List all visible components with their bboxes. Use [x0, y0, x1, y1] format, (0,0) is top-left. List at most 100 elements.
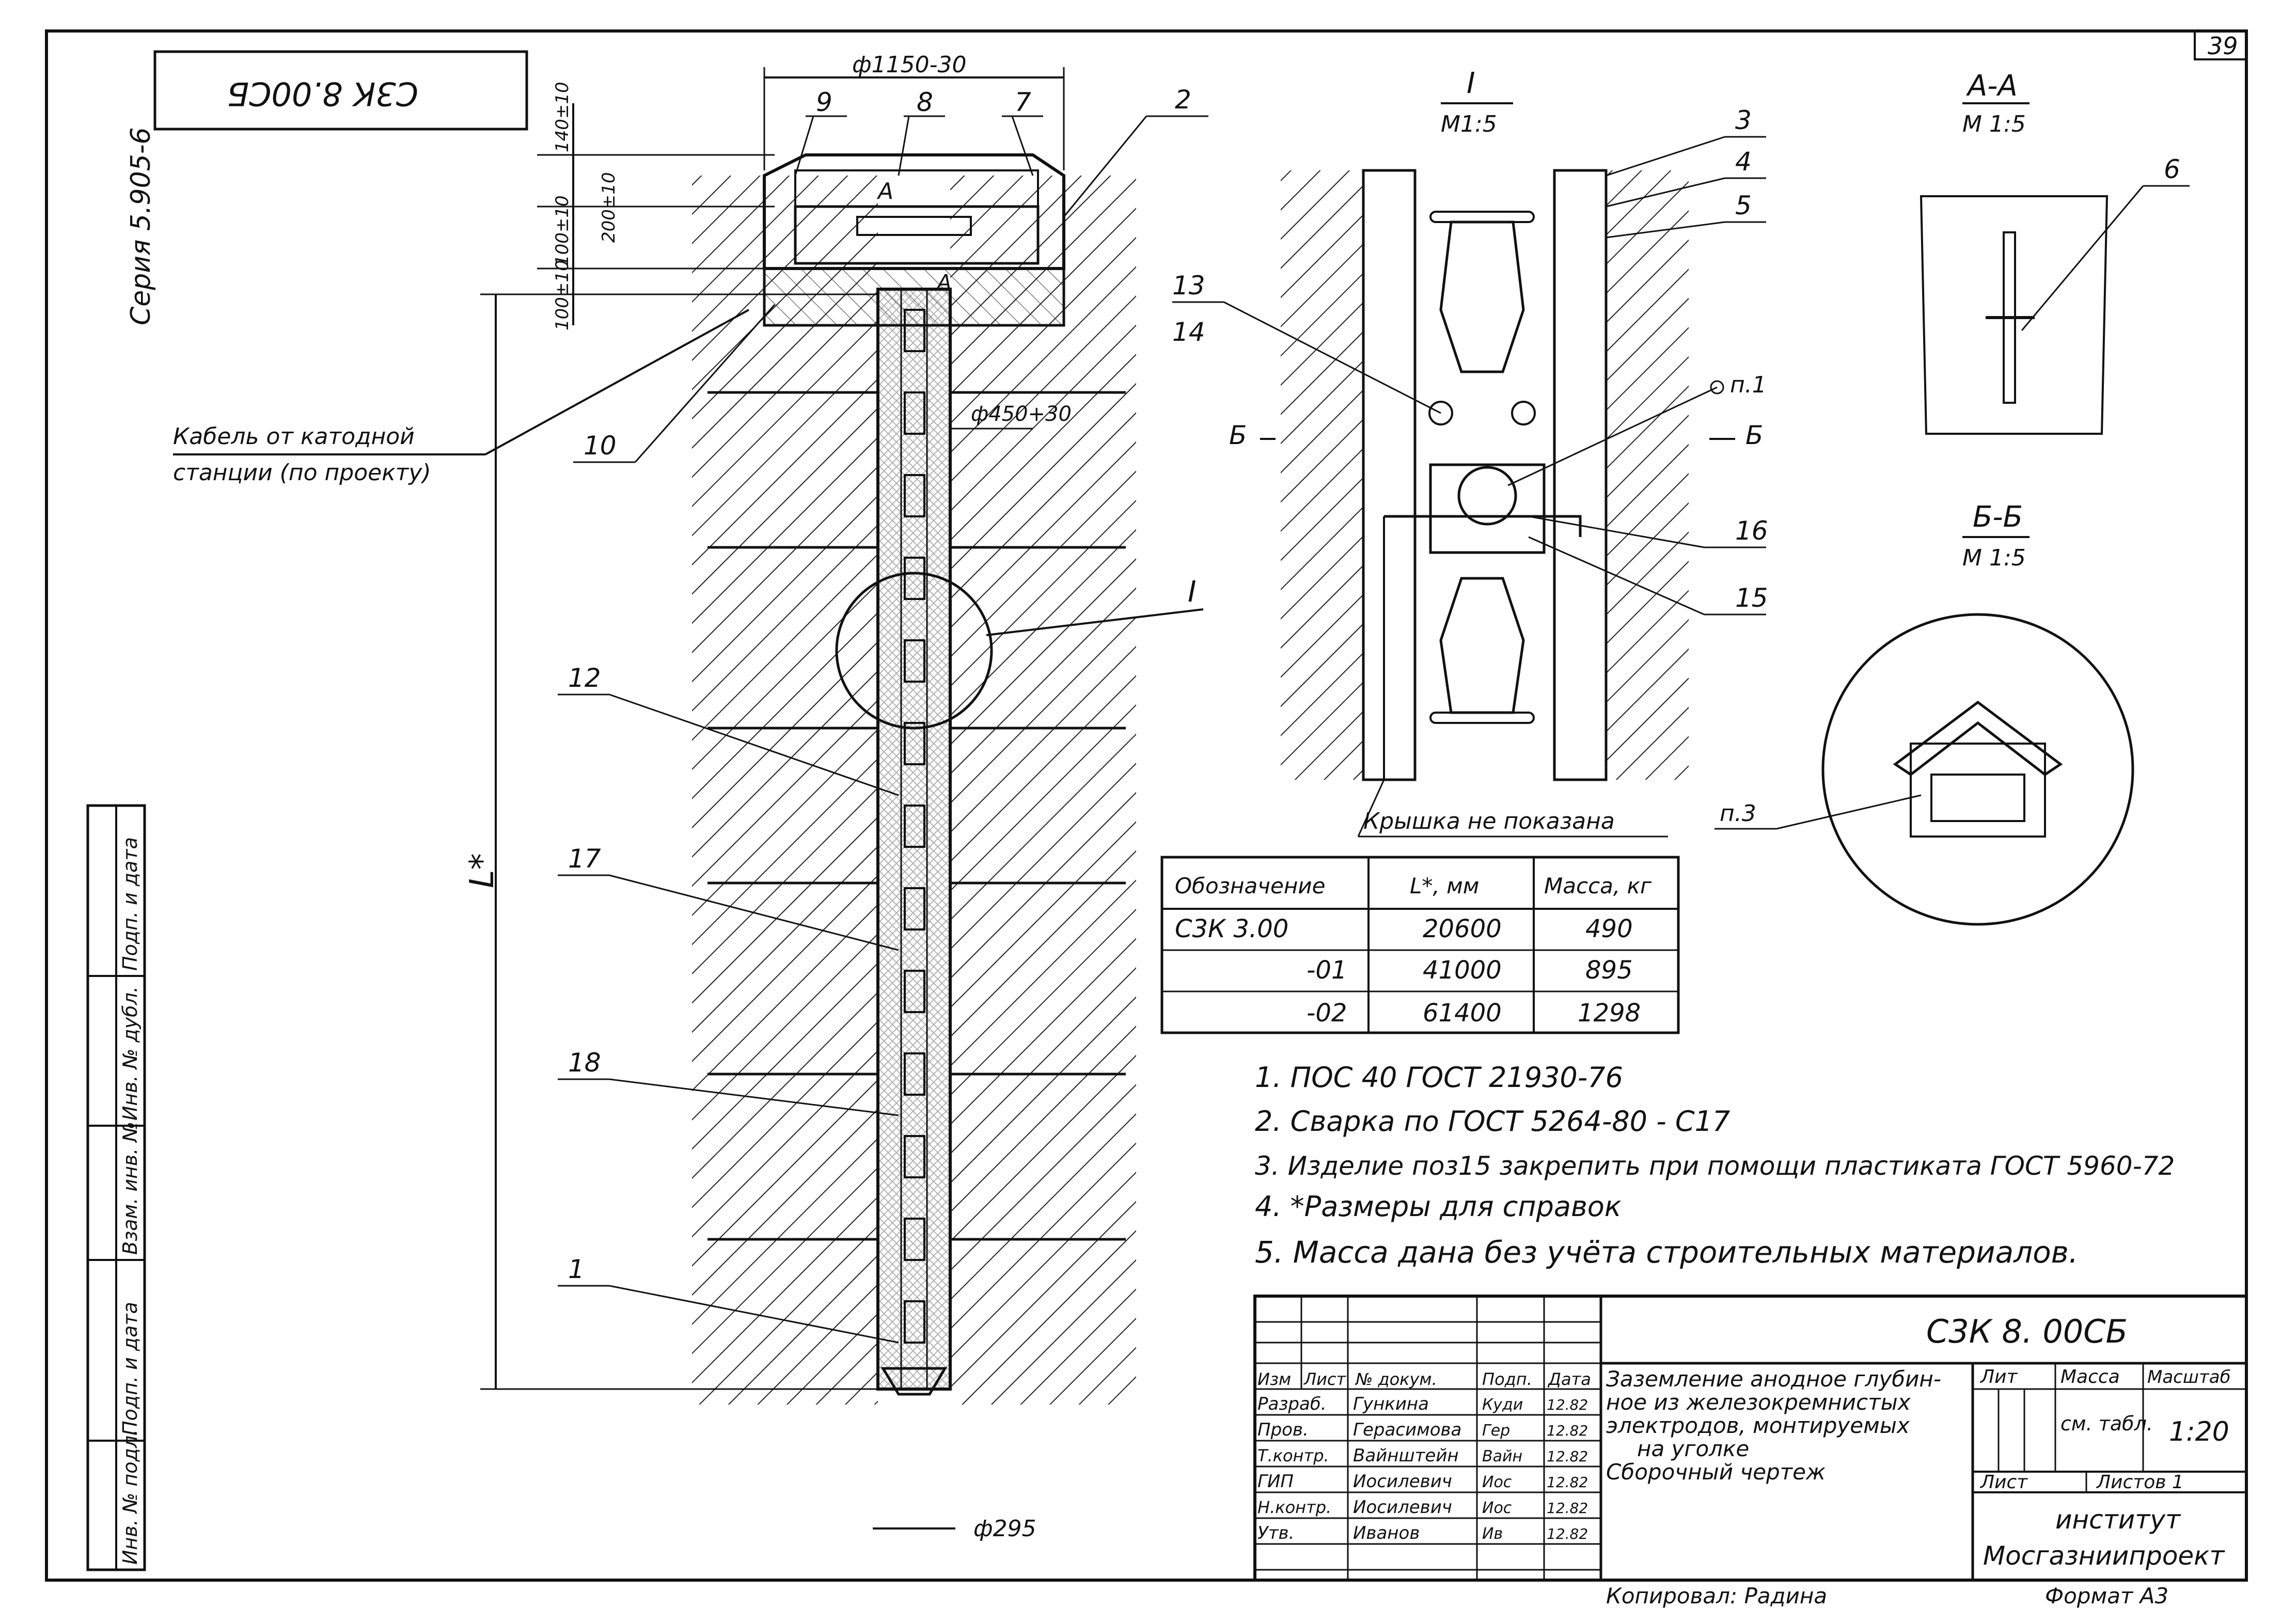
detail-I-bore-left	[1362, 169, 1417, 781]
callout-2: 2	[1175, 85, 1191, 115]
spec-header-designation: Обозначение	[1175, 873, 1325, 898]
tb-scale-value: 1:20	[2169, 1416, 2229, 1447]
callout-9: 9	[816, 87, 832, 117]
tb-col-sign: Подп.	[1482, 1369, 1532, 1389]
section-AA-view: А-А М 1:5 6	[1920, 69, 2190, 435]
tb-date-1: 12.82	[1547, 1396, 1588, 1413]
tb-org-line1: институт	[2055, 1505, 2181, 1535]
format-label: Формат А3	[2045, 1583, 2168, 1609]
sheet-frame	[45, 29, 2248, 1582]
borehole-tip	[880, 1367, 948, 1396]
margin-label-2: Инв. № дубл.	[119, 986, 141, 1121]
tb-date-5: 12.82	[1547, 1500, 1588, 1517]
callout-7: 7	[1015, 87, 1031, 117]
tb-title-line-1: Заземление анодное глубин-	[1606, 1366, 1941, 1392]
callout-13: 13	[1172, 271, 1205, 301]
break-lines	[707, 391, 1126, 1241]
tb-col-izm: Изм	[1257, 1369, 1291, 1389]
note-5: 5. Масса дана без учёта строительных мат…	[1255, 1235, 2078, 1270]
spec-header-length: L*, мм	[1410, 873, 1479, 898]
detail-I-view: I М1:5 Б Б 3 4 5 13 14 п.1	[1172, 67, 1768, 838]
terminal-block	[794, 205, 1040, 265]
tb-name-2: Герасимова	[1353, 1420, 1461, 1440]
tb-lit-label: Лит	[1979, 1366, 2018, 1388]
page-number-box	[2194, 30, 2247, 60]
tb-mass-label: Масса	[2060, 1366, 2120, 1388]
page-number: 39	[2208, 32, 2238, 60]
stamp-code: С3К 8.00СБ	[227, 75, 418, 113]
margin-label-5: Инв. № подл.	[119, 1429, 141, 1565]
callout-3: 3	[1735, 105, 1752, 135]
notes: 1. ПОС 40 ГОСТ 21930-76 2. Сварка по ГОС…	[1255, 1061, 2175, 1270]
callout-10: 10	[584, 431, 617, 461]
detail-circle-I	[835, 572, 993, 730]
tb-signature-grid	[1255, 1296, 1601, 1580]
note-p3: п.3	[1720, 800, 1756, 827]
spec-row-2-length: 41000	[1423, 956, 1502, 985]
copied-by: Копировал: Радина	[1606, 1583, 1827, 1609]
tb-role-3: Т.контр.	[1257, 1446, 1329, 1465]
tb-role-4: ГИП	[1257, 1471, 1294, 1492]
section-AA-outline	[1920, 195, 2109, 435]
electrode-upper	[1439, 220, 1525, 373]
spec-row-2-designation: -01	[1307, 956, 1347, 985]
dim-diameter-top: ф1150-30	[852, 52, 966, 78]
title-block: С3К 8. 00СБ Изм Лист № докум. Подп. Дата…	[1253, 1295, 2248, 1582]
tb-name-6: Иванов	[1353, 1523, 1420, 1543]
electrode-lower	[1439, 577, 1525, 714]
section-BB-view: Б-Б М 1:5 п.3	[1714, 500, 2134, 926]
callout-6: 6	[2164, 154, 2180, 184]
stamp-code-box	[153, 50, 528, 131]
tb-scale-label: Масштаб	[2147, 1367, 2231, 1388]
tb-date-6: 12.82	[1547, 1525, 1588, 1542]
left-margin-table: Подп. и дата Инв. № дубл. Взам. инв. № П…	[86, 804, 146, 1571]
section-AA-scale: М 1:5	[1962, 111, 2026, 137]
margin-label-1: Подп. и дата	[119, 837, 141, 971]
tb-date-3: 12.82	[1547, 1448, 1588, 1465]
dim-200: 200±10	[599, 172, 619, 243]
callout-18: 18	[568, 1048, 601, 1078]
section-BB-scale: М 1:5	[1962, 545, 2026, 571]
detail-I-bore-right	[1553, 169, 1608, 781]
detail-I-soil-right	[1606, 170, 1689, 780]
note-4: 4. *Размеры для справок	[1255, 1190, 1622, 1223]
section-a-mark-top: А	[876, 178, 893, 204]
callout-14: 14	[1172, 317, 1205, 347]
tb-role-1: Разраб.	[1257, 1394, 1327, 1414]
tb-sign-4: Иос	[1482, 1473, 1512, 1491]
tb-title-line-2: ное из железокремнистых	[1606, 1390, 1911, 1415]
note-1: 1. ПОС 40 ГОСТ 21930-76	[1255, 1061, 1623, 1094]
spec-header-mass: Масса, кг	[1544, 873, 1652, 898]
dim-diameter-bottom: ф295	[973, 1516, 1036, 1542]
dim-L: L*	[463, 853, 501, 888]
electrode-string	[904, 309, 925, 1344]
note-2: 2. Сварка по ГОСТ 5264-80 - С17	[1255, 1105, 1730, 1138]
dim-100b: 100±10	[552, 260, 573, 330]
note-3: 3. Изделие поз15 закрепить при помощи пл…	[1255, 1151, 2175, 1181]
spec-row-1-designation: С3К 3.00	[1175, 915, 1288, 943]
dim-100a: 100±10	[552, 195, 573, 266]
tb-title-line-3: электродов, монтируемых	[1606, 1413, 1910, 1438]
tb-sign-2: Гер	[1482, 1422, 1510, 1440]
tb-org-line2: Мосгазниипроект	[1983, 1541, 2225, 1571]
spec-table: Обозначение L*, мм Масса, кг С3К 3.00 20…	[1160, 856, 1680, 1034]
detail-I-title: I	[1467, 67, 1475, 100]
callout-12: 12	[568, 663, 601, 693]
callout-15: 15	[1735, 583, 1768, 613]
tb-sign-6: Ив	[1482, 1525, 1503, 1543]
callout-8: 8	[917, 87, 933, 117]
cover-note: Крышка не показана	[1363, 808, 1615, 834]
tb-role-2: Пров.	[1257, 1420, 1309, 1440]
tb-sheet-label: Лист	[1979, 1472, 2028, 1493]
margin-label-3: Взам. инв. №	[119, 1122, 141, 1255]
series-label: Серия 5.905-6	[125, 127, 156, 325]
tb-title-line-5: Сборочный чертеж	[1606, 1459, 1826, 1485]
tb-col-doc: № докум.	[1355, 1369, 1437, 1389]
callout-17: 17	[568, 844, 601, 874]
section-BB-title: Б-Б	[1973, 500, 2023, 534]
soil-left	[692, 176, 878, 1405]
detail-I-scale: М1:5	[1441, 111, 1497, 137]
dim-diameter-mid: ф450+30	[971, 402, 1072, 426]
tb-role-6: Утв.	[1257, 1523, 1294, 1543]
